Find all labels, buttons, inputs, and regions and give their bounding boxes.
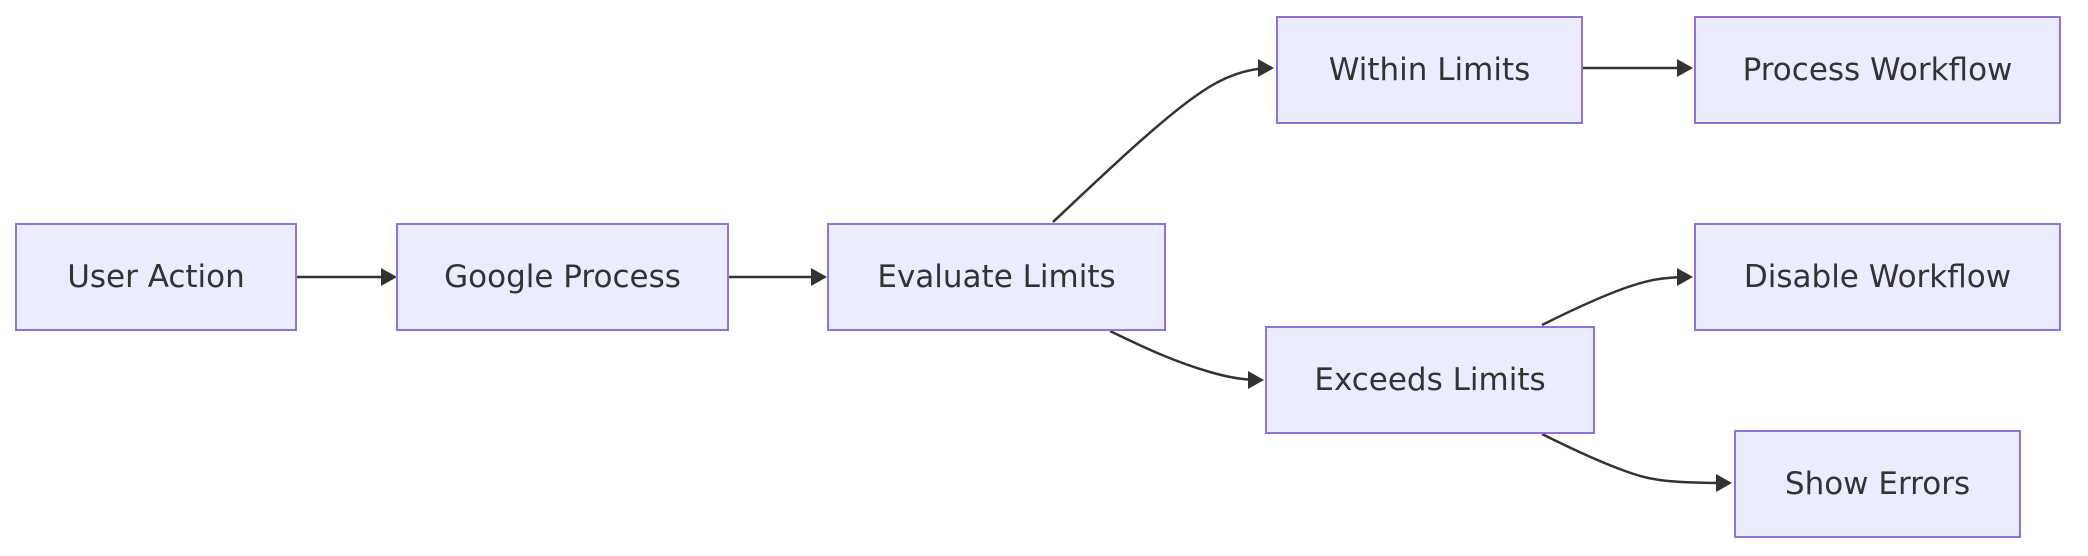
- node-within-limits-label: Within Limits: [1328, 52, 1531, 88]
- arrowhead-google-process: [381, 268, 397, 286]
- node-user-action: User Action: [15, 223, 297, 331]
- arrowhead-process-workflow: [1677, 59, 1693, 77]
- node-exceeds-limits-label: Exceeds Limits: [1314, 362, 1546, 398]
- arrowhead-disable-workflow: [1677, 268, 1693, 286]
- node-evaluate-limits: Evaluate Limits: [827, 223, 1166, 331]
- node-disable-workflow-label: Disable Workflow: [1743, 259, 2012, 295]
- node-evaluate-limits-label: Evaluate Limits: [877, 259, 1116, 295]
- node-within-limits: Within Limits: [1276, 16, 1583, 124]
- edge-evaluate-limits-to-within-limits: [1052, 66, 1273, 223]
- edge-evaluate-limits-to-exceeds-limits: [1109, 329, 1261, 382]
- node-google-process: Google Process: [396, 223, 729, 331]
- arrowhead-within-limits: [1258, 59, 1274, 77]
- arrowhead-evaluate-limits: [811, 268, 827, 286]
- node-show-errors: Show Errors: [1734, 430, 2021, 538]
- node-show-errors-label: Show Errors: [1784, 466, 1971, 502]
- node-disable-workflow: Disable Workflow: [1694, 223, 2061, 331]
- node-user-action-label: User Action: [67, 259, 245, 295]
- arrowhead-exceeds-limits: [1248, 371, 1264, 389]
- node-process-workflow-label: Process Workflow: [1742, 52, 2013, 88]
- node-exceeds-limits: Exceeds Limits: [1265, 326, 1595, 434]
- node-google-process-label: Google Process: [444, 259, 681, 295]
- node-process-workflow: Process Workflow: [1694, 16, 2061, 124]
- arrowhead-show-errors: [1716, 474, 1732, 492]
- edge-exceeds-limits-to-show-errors: [1541, 432, 1731, 485]
- edge-exceeds-limits-to-disable-workflow: [1541, 275, 1691, 327]
